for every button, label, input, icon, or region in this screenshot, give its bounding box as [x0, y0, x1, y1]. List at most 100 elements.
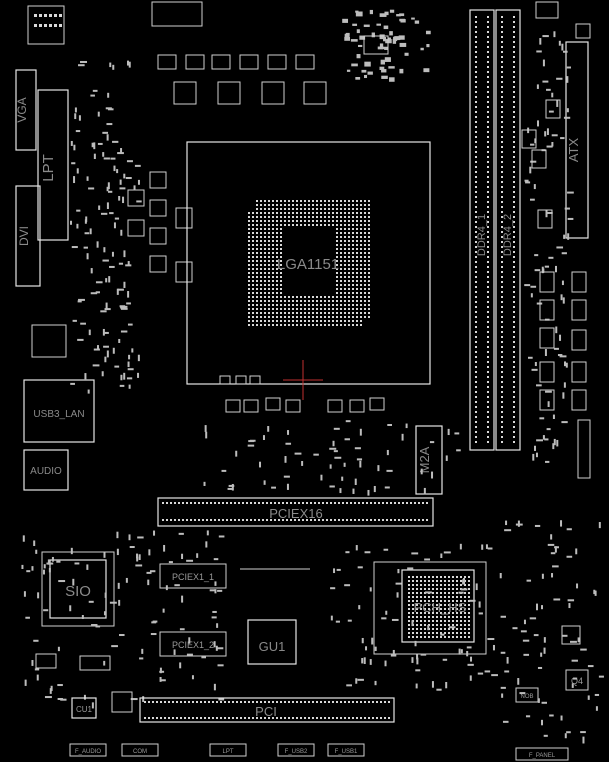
socket-pad — [364, 228, 366, 230]
socket-pad — [320, 316, 322, 318]
dimm-pin — [487, 216, 489, 218]
pch-pad — [456, 592, 458, 594]
smd-part — [537, 698, 540, 703]
pci-pin — [224, 717, 226, 719]
socket-pad — [248, 236, 250, 238]
header-pin — [34, 24, 37, 27]
right-ic — [571, 271, 587, 293]
socket-pad — [352, 212, 354, 214]
smd-part — [106, 186, 109, 192]
pch-pad — [444, 604, 446, 606]
smd-part — [542, 80, 549, 83]
socket-pad — [356, 244, 358, 246]
pch-pad — [440, 632, 442, 634]
pch-pad — [444, 624, 446, 626]
pcie-pin — [406, 502, 408, 504]
smd-part — [110, 157, 116, 160]
pch-pad — [464, 604, 466, 606]
smd-part — [181, 553, 184, 560]
socket-pad — [260, 256, 262, 258]
dimm-pin — [501, 81, 503, 83]
socket-pad — [336, 324, 338, 326]
dimm-pin — [487, 371, 489, 373]
pch-pad — [436, 596, 438, 598]
pch-pad — [428, 588, 430, 590]
socket-pad — [360, 216, 362, 218]
dimm-pin — [475, 306, 477, 308]
socket-pad — [368, 252, 370, 254]
socket-pad — [268, 208, 270, 210]
pcie-pin — [358, 519, 360, 521]
smd-part — [221, 469, 227, 472]
socket-pad — [340, 288, 342, 290]
pcie-pin — [190, 519, 192, 521]
socket-pad — [280, 232, 282, 234]
pci-pin — [196, 701, 198, 703]
socket-pad — [364, 284, 366, 286]
dimm-pin — [487, 261, 489, 263]
smd-part — [173, 649, 176, 655]
socket-pad — [368, 312, 370, 314]
socket-pad — [352, 264, 354, 266]
pch-pad — [436, 616, 438, 618]
dimm-pin — [513, 236, 515, 238]
socket-pad — [256, 212, 258, 214]
socket-pad — [284, 296, 286, 298]
socket-pad — [312, 320, 314, 322]
dimm-pin — [501, 346, 503, 348]
socket-pad — [252, 296, 254, 298]
dimm-pin — [475, 326, 477, 328]
pch-pad — [452, 576, 454, 578]
pch-pad — [440, 576, 442, 578]
socket-pad — [304, 312, 306, 314]
smd-part — [91, 702, 94, 709]
smd-part — [558, 40, 561, 46]
smd-part — [105, 278, 108, 283]
socket-pad — [336, 308, 338, 310]
smd-part — [587, 665, 594, 668]
smd-part — [87, 389, 90, 394]
vrm-smd — [361, 69, 367, 73]
pcie-pin — [414, 519, 416, 521]
smd-part — [120, 307, 128, 310]
dimm-pin — [513, 101, 515, 103]
pcie-pin — [374, 502, 376, 504]
smd-part — [204, 425, 207, 432]
smd-part — [217, 589, 223, 592]
dimm-pin — [487, 381, 489, 383]
socket-pad — [288, 300, 290, 302]
socket-pad — [344, 232, 346, 234]
socket-pad — [280, 320, 282, 322]
smd-part — [458, 648, 461, 655]
socket-pad — [268, 204, 270, 206]
socket-pad — [332, 300, 334, 302]
smd-part — [562, 50, 568, 53]
dimm-pin — [513, 136, 515, 138]
socket-pad — [316, 308, 318, 310]
socket-pad — [256, 240, 258, 242]
pch-pad — [444, 576, 446, 578]
smd-part — [552, 565, 559, 568]
socket-pad — [276, 308, 278, 310]
socket-pad — [276, 284, 278, 286]
pcie-pin — [266, 519, 268, 521]
dimm-pin — [501, 211, 503, 213]
dimm-pin — [501, 91, 503, 93]
pcie-pin — [222, 502, 224, 504]
smd-part — [355, 545, 358, 551]
pci-pin — [256, 701, 258, 703]
pch-pad — [436, 632, 438, 634]
smd-part — [250, 439, 256, 442]
smd-part — [118, 338, 121, 343]
socket-pad — [276, 216, 278, 218]
smd-part — [416, 654, 419, 660]
smd-part — [128, 384, 131, 389]
pcie-pin — [162, 519, 164, 521]
socket-pad — [352, 272, 354, 274]
pcie-pin — [338, 519, 340, 521]
socket-pad — [292, 212, 294, 214]
socket-pad — [324, 304, 326, 306]
smd-part — [545, 460, 550, 463]
socket-pad — [296, 308, 298, 310]
socket-pad — [344, 204, 346, 206]
